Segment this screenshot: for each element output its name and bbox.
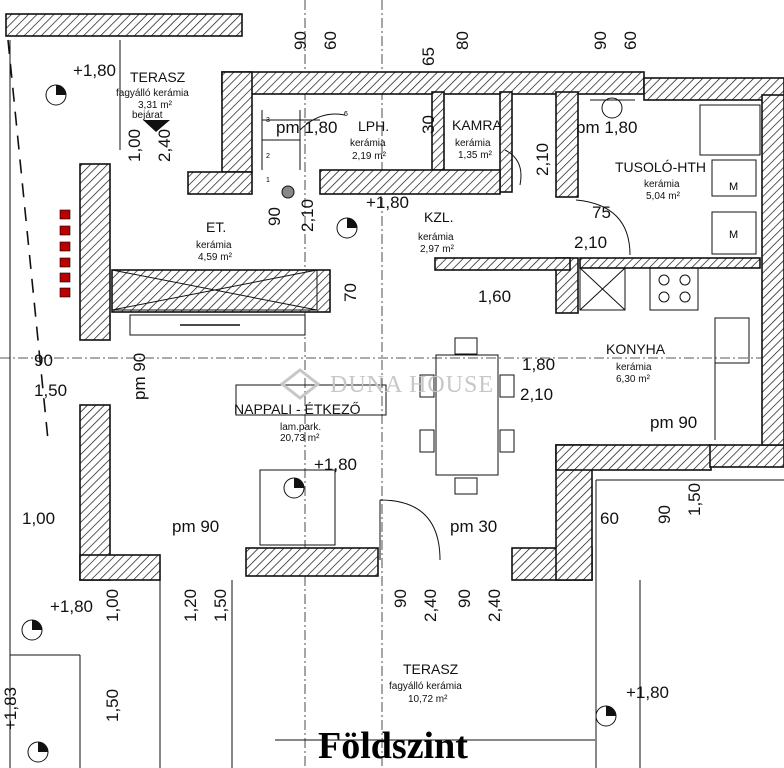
room-material: kerámia: [350, 138, 386, 149]
parapet-text: pm 1,80: [576, 118, 637, 137]
dimension-text: 75: [592, 203, 611, 222]
room-area: 5,04 m²: [646, 191, 681, 202]
dimension-text: 30: [419, 115, 438, 134]
dimension-text: 1,80: [522, 355, 555, 374]
room-name: TERASZ: [403, 661, 459, 677]
dimension-text: 90: [455, 589, 474, 608]
dimension-text: 1,00: [103, 589, 122, 622]
appliance-mark: M: [729, 181, 738, 193]
room-material: kerámia: [196, 240, 232, 251]
parapet-text: pm 90: [172, 517, 219, 536]
room-material: lam.park.: [280, 422, 321, 433]
room-name: KZL.: [424, 209, 454, 225]
room-area: 2,19 m²: [352, 151, 387, 162]
watermark: DUNA HOUSE: [330, 372, 494, 398]
room-name: NAPPALI - ÉTKEZŐ: [234, 401, 361, 417]
plan-title: Földszint: [318, 725, 468, 767]
watermark-logo-icon: [279, 368, 321, 400]
stair-numbers: 1 2 3 6: [266, 111, 348, 184]
dimension-text: 65: [419, 47, 438, 66]
level-marker-icon: [283, 477, 305, 499]
room-entrance-label: bejárat: [132, 110, 163, 121]
room-area: 1,35 m²: [458, 150, 493, 161]
level-marker-icon: [27, 741, 49, 763]
dimension-text: 2,10: [298, 199, 317, 232]
dimension-text: 90: [591, 31, 610, 50]
dimension-text: 2,10: [533, 143, 552, 176]
appliance-mark: M: [729, 229, 738, 241]
room-material: kerámia: [455, 138, 491, 149]
room-material: kerámia: [644, 179, 680, 190]
room-material: kerámia: [418, 232, 454, 243]
room-material: fagyálló kerámia: [116, 88, 189, 99]
dimension-text: 2,40: [485, 589, 504, 622]
room-name: KONYHA: [606, 341, 666, 357]
dimension-text: 2,10: [574, 233, 607, 252]
terrace-top-outline: [5, 13, 243, 768]
dimension-text: 1,00: [22, 509, 55, 528]
exterior-walls: [79, 71, 784, 581]
room-name: LPH.: [358, 118, 389, 134]
parapet-text: pm 90: [650, 413, 697, 432]
room-area: 6,30 m²: [616, 374, 651, 385]
room-name: TERASZ: [130, 69, 186, 85]
interior-lines: [10, 97, 784, 768]
level-marker-icon: [45, 84, 67, 106]
room-labels: TERASZ fagyálló kerámia 3,31 m² bejárat …: [116, 69, 706, 705]
parapet-text: pm 1,80: [276, 118, 337, 137]
dimension-text: 90: [655, 505, 674, 524]
dimension-text: 90: [291, 31, 310, 50]
dimension-text: 60: [321, 31, 340, 50]
level-text: +1,80: [50, 597, 93, 616]
room-name: KAMRA: [452, 117, 502, 133]
parapet-texts: pm 1,80 pm 1,80 pm 90 pm 90 pm 30 pm 90: [130, 118, 697, 536]
stair-number: 3: [266, 117, 270, 124]
dimension-text: 2,40: [155, 129, 174, 162]
level-marker-icon: [336, 217, 358, 239]
level-text: +1,80: [73, 61, 116, 80]
dimension-text: 60: [600, 509, 619, 528]
dimension-text: 1,50: [211, 589, 230, 622]
dimension-text: 90: [391, 589, 410, 608]
level-marker-icon: [595, 705, 617, 727]
dimension-text: 1,60: [478, 287, 511, 306]
room-material: kerámia: [616, 362, 652, 373]
stair-number: 6: [344, 111, 348, 118]
dimension-text: 60: [621, 31, 640, 50]
level-text: +1,80: [314, 455, 357, 474]
level-marker-icon: [21, 619, 43, 641]
level-text: +1,80: [366, 193, 409, 212]
room-area: 2,97 m²: [420, 244, 455, 255]
room-name: TUSOLÓ-HTH: [615, 159, 706, 175]
dimension-text: 1,50: [34, 381, 67, 400]
room-name: ET.: [206, 219, 226, 235]
room-area: 4,59 m²: [198, 252, 233, 263]
room-area: 20,73 m²: [280, 433, 320, 444]
room-area: 10,72 m²: [408, 694, 448, 705]
stair-number: 2: [266, 153, 270, 160]
room-material: fagyálló kerámia: [389, 681, 462, 692]
level-text: +1,83: [1, 687, 20, 730]
dimension-text: 1,50: [103, 689, 122, 722]
level-text: +1,80: [626, 683, 669, 702]
dimension-text: 1,50: [685, 483, 704, 516]
level-markers: [21, 84, 617, 763]
dimension-text: 70: [341, 283, 360, 302]
parapet-text: pm 30: [450, 517, 497, 536]
dimension-text: 80: [453, 31, 472, 50]
dimension-text: 2,10: [520, 385, 553, 404]
level-texts: +1,80 +1,80 +1,80 +1,80 +1,80 +1,83: [1, 61, 669, 730]
dimension-text: 2,40: [421, 589, 440, 622]
parapet-text: pm 90: [130, 353, 149, 400]
stair-number: 1: [266, 177, 270, 184]
room-area: 3,31 m²: [138, 100, 173, 111]
dimension-texts: 90 60 65 80 90 60 30 2,10 1,00 2,40 90 2…: [22, 31, 704, 722]
dimension-text: 1,00: [125, 129, 144, 162]
dimension-text: 90: [34, 351, 53, 370]
dimension-text: 90: [265, 207, 284, 226]
dimension-text: 1,20: [181, 589, 200, 622]
